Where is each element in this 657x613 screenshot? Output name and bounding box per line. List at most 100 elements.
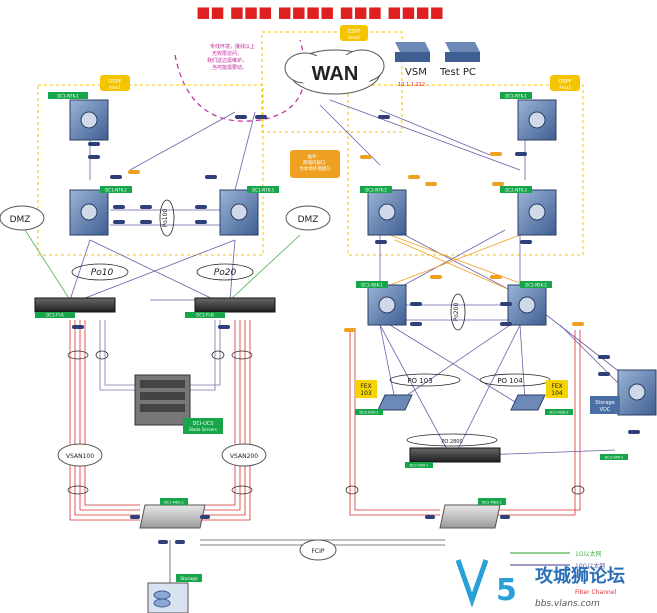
router-n7k-mid-center: DC1-N7K-3 (219, 186, 279, 236)
po2800-ellipse: PO 2800 (406, 433, 498, 447)
po104-label: PO 104 (497, 377, 523, 385)
fex-104: FEX 104 DC2-N2K-2 (510, 380, 573, 415)
svg-text:FEX: FEX (551, 383, 562, 390)
links-orange (389, 234, 526, 291)
svg-text:OSPF: OSPF (108, 79, 121, 85)
po200-ellipse: Po200 (450, 293, 466, 331)
vsm-label: VSM (405, 67, 427, 78)
svg-text:VSAN200: VSAN200 (230, 453, 258, 460)
dashed-note-text: 专线环境，接线以上 无权限访问， 我们这边需维护， 当可能需要动。 (207, 43, 257, 71)
svg-text:Area0: Area0 (348, 35, 360, 40)
diagram-title: ■■ ■■■ ■■■■ ■■■ ■■■■ (196, 2, 445, 22)
fcip-cloud: FCIP (299, 539, 337, 561)
svg-text:DC2-N2K-2: DC2-N2K-2 (550, 411, 569, 415)
po20-label: Po20 (214, 268, 237, 278)
svg-text:DC2-N5K-1: DC2-N5K-1 (361, 283, 383, 288)
fc-bundle-ellipses (67, 350, 585, 495)
po10-label: Po10 (91, 268, 114, 278)
svg-text:DC2-SRV-1: DC2-SRV-1 (410, 464, 429, 468)
dmz-cloud-left: DMZ (0, 205, 45, 231)
svg-text:103: 103 (360, 390, 372, 397)
testpc-device: Test PC (439, 42, 480, 78)
ospf-area-right (347, 84, 584, 256)
svg-text:OSPF: OSPF (558, 79, 571, 85)
svg-text:DC2-SRV-2: DC2-SRV-2 (605, 456, 624, 460)
svg-text:DCI-UCS: DCI-UCS (193, 421, 214, 427)
vsm-device: VSM 10.1.1.212 (395, 42, 430, 88)
svg-text:DC1-FI-A: DC1-FI-A (46, 313, 64, 318)
vsan100-cloud: VSAN100 (57, 443, 103, 467)
switch-n5k-left: DC2-N5K-1 (356, 281, 407, 326)
svg-text:DC1-N7K-3: DC1-N7K-3 (252, 188, 274, 193)
wan-cloud: WAN (284, 49, 385, 95)
svg-text:DMZ: DMZ (298, 215, 319, 225)
fex-103: FEX 103 DC2-N2K-1 (355, 380, 413, 415)
ospf-tag-left: OSPF Area1 (100, 75, 130, 91)
links-green (24, 229, 301, 301)
svg-text:DC1-N7K-2: DC1-N7K-2 (105, 188, 127, 193)
svg-text:DMZ: DMZ (10, 215, 31, 225)
storage-vdc: Storage VDC (590, 369, 657, 416)
svg-text:5: 5 (496, 573, 517, 608)
po103-label: PO 103 (407, 377, 432, 385)
svg-text:DC1-N7K-1: DC1-N7K-1 (57, 94, 79, 99)
legend-1g: 1G以太网 (575, 550, 601, 558)
router-n7k-mid-right-b: DC2-N7K-3 (500, 186, 557, 236)
links-fc (69, 320, 581, 521)
vsan200-cloud: VSAN200 (221, 443, 267, 467)
port-pills (72, 115, 640, 544)
po10-ellipse: Po10 (71, 263, 129, 281)
svg-text:VSAN100: VSAN100 (66, 453, 94, 460)
svg-text:FEX: FEX (360, 383, 371, 390)
svg-text:DC2-N5K-2: DC2-N5K-2 (525, 283, 547, 288)
svg-text:DC2-N7K-1: DC2-N7K-1 (505, 94, 527, 99)
dmz-cloud-right: DMZ (285, 205, 331, 231)
ospf-tag-top: OSPF Area0 (340, 25, 368, 41)
svg-text:DC1-MDS-1: DC1-MDS-1 (164, 501, 184, 505)
po20-ellipse: Po20 (196, 263, 254, 281)
svg-text:OSPF: OSPF (347, 29, 360, 35)
po100-label: Po100 (162, 209, 169, 228)
svg-text:Storage: Storage (180, 576, 198, 582)
ospf-area-left (37, 84, 264, 256)
router-n7k-mid-right-a: DC2-N7K-2 (360, 186, 407, 236)
legend-10g: 10G以太网 (575, 562, 605, 570)
dashed-note-arc (174, 39, 306, 122)
po2800-label: PO 2800 (441, 439, 462, 445)
po200-label: Po200 (453, 303, 460, 322)
links-blades (99, 320, 221, 391)
port-pills-orange (128, 152, 584, 332)
po100-ellipse: Po100 (159, 199, 175, 237)
storage-array: Storage (147, 574, 202, 613)
po104-ellipse: PO 104 (479, 373, 551, 387)
svg-text:插件： 跨域内部口 为本地环境接口: 插件： 跨域内部口 为本地环境接口 (299, 153, 331, 172)
vsm-ip: 10.1.1.212 (398, 82, 425, 88)
svg-text:VDC: VDC (600, 407, 611, 413)
svg-text:DC2-N7K-3: DC2-N7K-3 (505, 188, 527, 193)
watermark-url: bbs.vlans.com (535, 599, 600, 609)
svg-text:DC2-N7K-2: DC2-N7K-2 (365, 188, 387, 193)
svg-text:DC1-FI-B: DC1-FI-B (196, 313, 214, 318)
testpc-label: Test PC (439, 67, 476, 78)
title-text: ■■ ■■■ ■■■■ ■■■ ■■■■ (196, 3, 444, 21)
legend-fc: Fiber Channel (575, 589, 617, 596)
rack-server: DC2-SRV-1 DC2-SRV-2 (405, 447, 628, 468)
watermark-cn: 攻城狮论坛 (535, 565, 625, 587)
svg-text:Storage: Storage (595, 400, 615, 406)
router-n7k-mid-left: DC1-N7K-2 (69, 186, 132, 236)
router-n7k-top-right: DC2-N7K-1 (500, 92, 557, 141)
router-n7k-top-left: DC1-N7K-1 (48, 92, 109, 141)
fabric-interconnect-a: DC1-FI-A (34, 297, 116, 318)
wan-label: WAN (312, 63, 359, 85)
svg-text:FCIP: FCIP (311, 548, 324, 555)
svg-text:Area2: Area2 (559, 85, 571, 90)
note-box: 插件： 跨域内部口 为本地环境接口 (290, 150, 340, 178)
svg-text:104: 104 (551, 390, 563, 397)
svg-text:Blade Servers: Blade Servers (189, 427, 217, 432)
svg-text:Area1: Area1 (109, 85, 121, 90)
switch-n5k-right: DC2-N5K-2 (507, 281, 552, 326)
svg-text:DC2-MDS-1: DC2-MDS-1 (482, 501, 502, 505)
po103-ellipse: PO 103 (389, 373, 461, 387)
svg-text:DC2-N2K-1: DC2-N2K-1 (360, 411, 379, 415)
